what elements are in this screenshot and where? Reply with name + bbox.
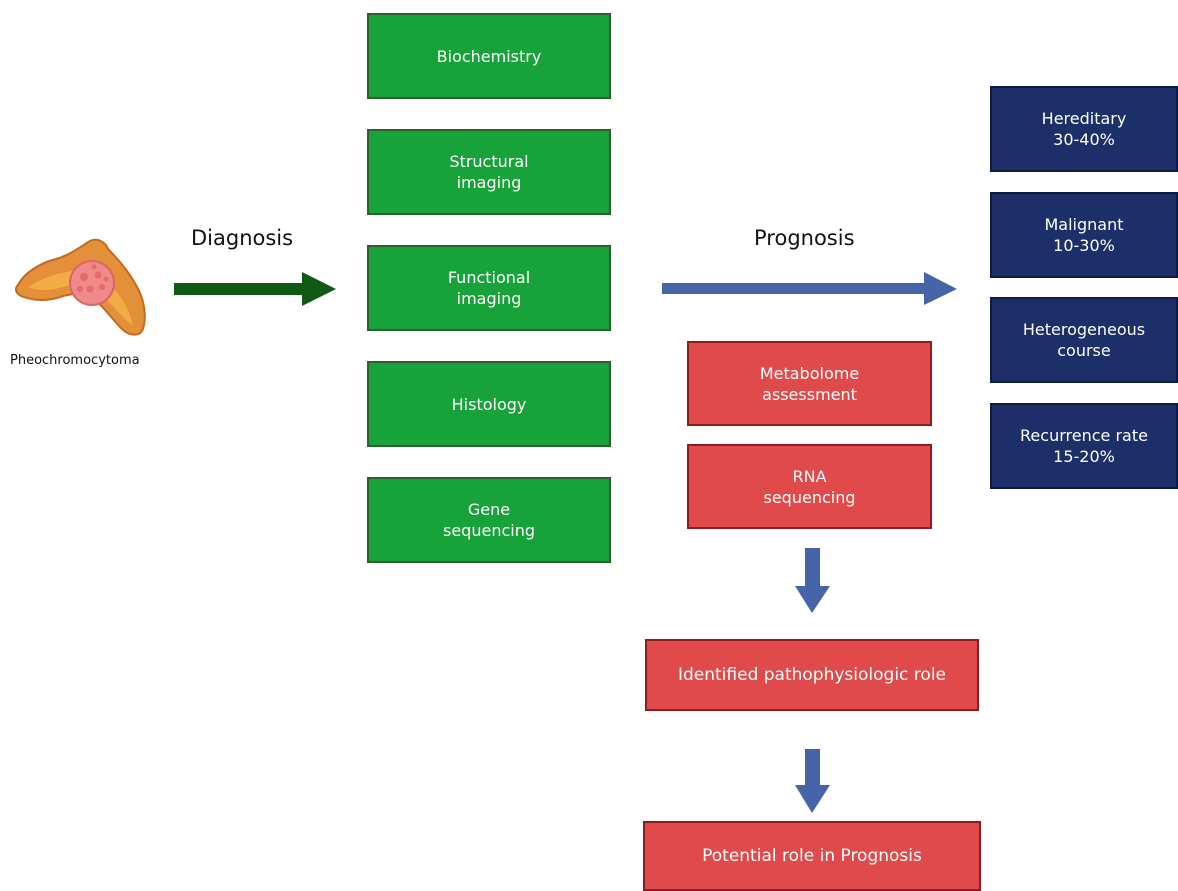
fact-malignant: Malignant 10-30%: [990, 192, 1178, 278]
prognosis-arrow: [662, 272, 957, 305]
down-arrow-to-prognosis-role: [795, 749, 830, 813]
fact-hereditary: Hereditary 30-40%: [990, 86, 1178, 172]
method-rna-sequencing: RNA sequencing: [687, 444, 932, 529]
diagnosis-label: Diagnosis: [191, 226, 294, 250]
method-functional-imaging: Functional imaging: [367, 245, 611, 331]
method-structural-imaging: Structural imaging: [367, 129, 611, 215]
potential-role-in-prognosis: Potential role in Prognosis: [643, 821, 981, 891]
organ-label: Pheochromocytoma: [10, 353, 140, 368]
adrenal-tumor-icon: [15, 238, 146, 336]
prognosis-label: Prognosis: [754, 226, 855, 250]
fact-recurrence-rate: Recurrence rate 15-20%: [990, 403, 1178, 489]
identified-pathophysiologic-role: Identified pathophysiologic role: [645, 639, 979, 711]
down-arrow-to-pathophysiologic-role: [795, 548, 830, 613]
method-biochemistry: Biochemistry: [367, 13, 611, 99]
method-histology: Histology: [367, 361, 611, 447]
fact-heterogeneous-course: Heterogeneous course: [990, 297, 1178, 383]
method-metabolome-assessment: Metabolome assessment: [687, 341, 932, 426]
method-gene-sequencing: Gene sequencing: [367, 477, 611, 563]
diagnosis-arrow: [174, 272, 336, 306]
